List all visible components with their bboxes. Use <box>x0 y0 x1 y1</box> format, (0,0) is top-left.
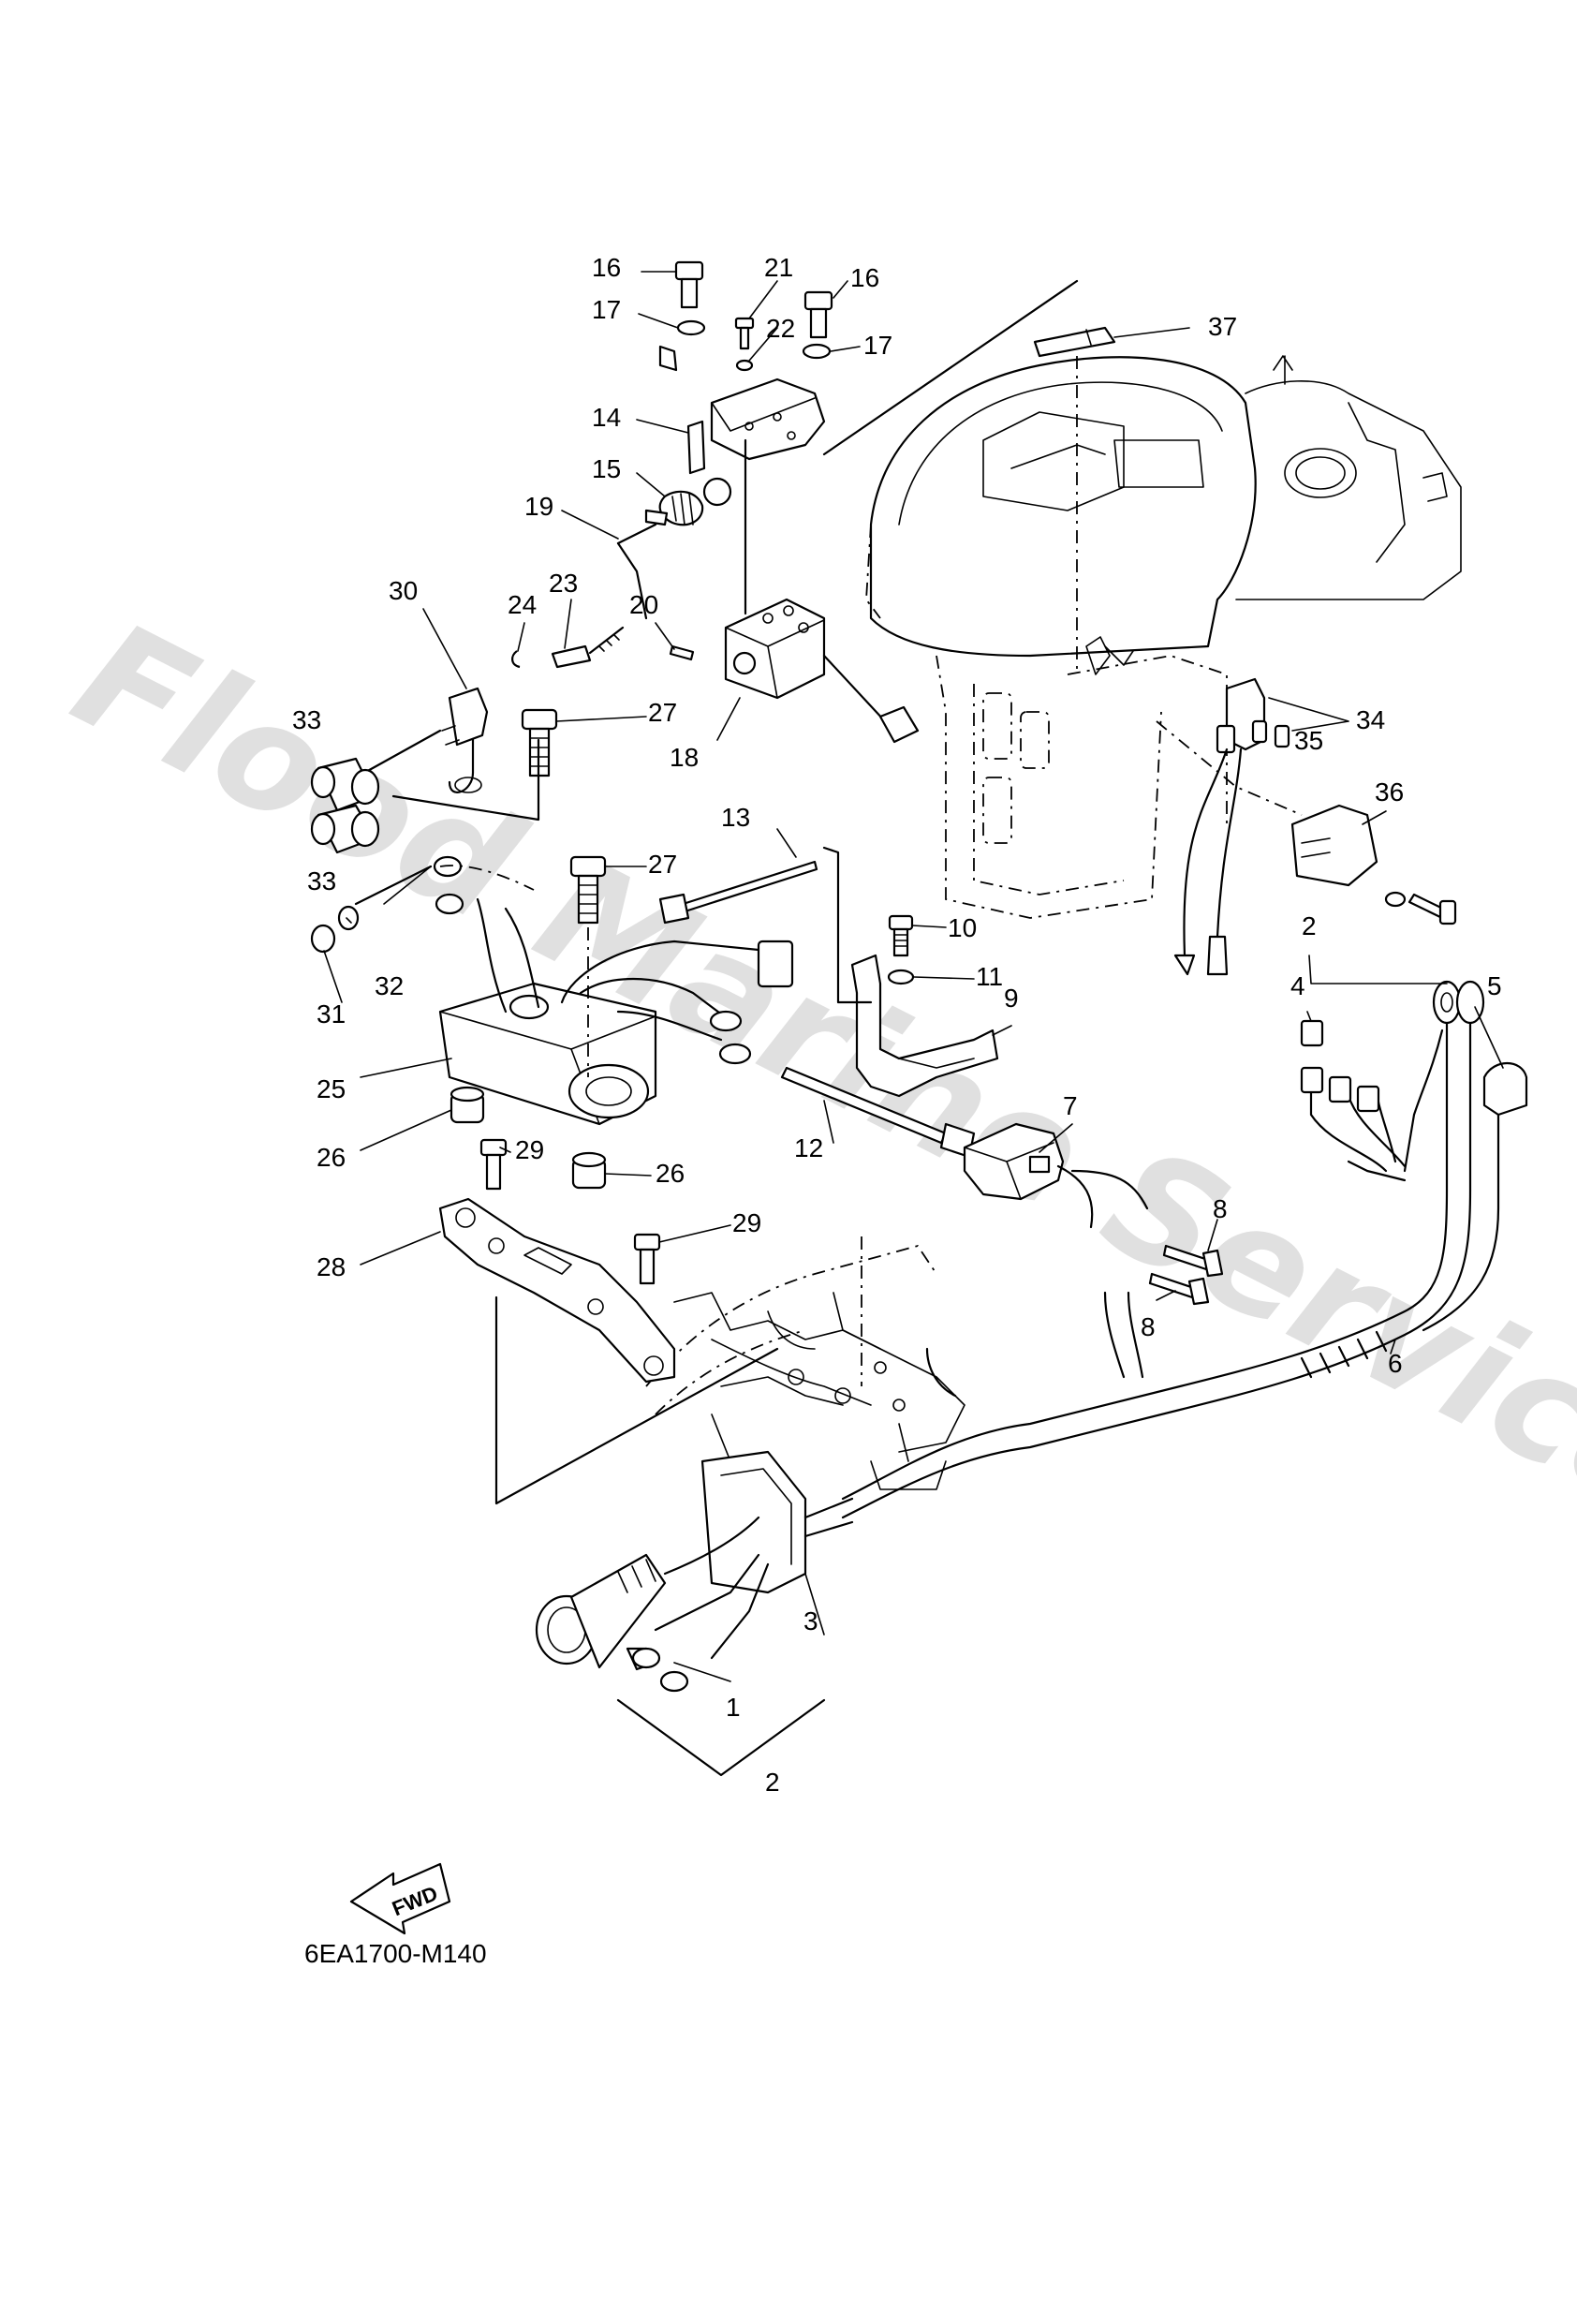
callout-27-lower: 27 <box>648 850 677 879</box>
callout-20: 20 <box>629 590 658 619</box>
main-switch-1 <box>535 1516 770 1693</box>
clip-24 <box>511 650 521 669</box>
engine-block <box>865 355 1462 919</box>
bolt-27-lower <box>569 855 607 925</box>
bolt-10 <box>888 914 914 957</box>
callout-3: 3 <box>803 1606 818 1636</box>
bolt-29-left <box>479 1138 508 1191</box>
callout-27-upper: 27 <box>648 698 677 727</box>
callout-24: 24 <box>508 590 537 619</box>
callout-28: 28 <box>317 1252 346 1281</box>
callout-31: 31 <box>317 999 346 1029</box>
bolt-29-right <box>633 1233 661 1285</box>
washer-22 <box>735 359 754 372</box>
bracket-28 <box>438 1197 779 1505</box>
callout-6: 6 <box>1388 1349 1403 1378</box>
cable-tie-13 <box>658 860 818 925</box>
callout-2-right: 2 <box>1302 911 1317 940</box>
diagram-code: 6EA1700-M140 <box>304 1939 487 1968</box>
callout-9: 9 <box>1004 984 1019 1013</box>
callout-15: 15 <box>592 454 621 483</box>
pin-23 <box>551 626 625 669</box>
callout-5: 5 <box>1487 971 1502 1000</box>
callout-22: 22 <box>766 314 795 343</box>
callout-19: 19 <box>524 492 553 521</box>
callouts: 1 2 2 3 4 5 6 7 8 8 9 10 11 12 13 14 15 … <box>292 253 1502 1797</box>
rectifier-regulator-7 <box>963 1122 1149 1229</box>
bottom-cowling <box>645 1236 965 1490</box>
bolt-8-upper <box>1162 1244 1224 1278</box>
callout-26-left: 26 <box>317 1143 346 1172</box>
callout-10: 10 <box>948 913 977 942</box>
callout-37: 37 <box>1208 312 1237 341</box>
cdi-unit-25 <box>433 855 794 1126</box>
callout-16-right: 16 <box>850 263 879 292</box>
callout-2-lower: 2 <box>765 1768 780 1797</box>
bracket-2-lower <box>616 1698 826 1777</box>
callout-21: 21 <box>764 253 793 282</box>
link-rod-19 <box>616 509 669 620</box>
callout-33-upper: 33 <box>292 705 321 734</box>
washer-31 <box>310 924 336 954</box>
callout-26-right: 26 <box>656 1159 685 1188</box>
callout-32: 32 <box>375 971 404 1000</box>
grommet-26-left <box>450 1086 485 1124</box>
washer-17-left <box>676 319 706 336</box>
callout-8-upper: 8 <box>1213 1194 1228 1223</box>
callout-8-lower: 8 <box>1141 1312 1156 1341</box>
callout-29-left: 29 <box>515 1135 544 1164</box>
callout-17-right: 17 <box>863 331 892 360</box>
callout-11: 11 <box>976 962 1003 991</box>
bracket-14-plate <box>658 345 826 475</box>
callout-1: 1 <box>726 1693 741 1722</box>
bolt-16-right <box>803 290 833 339</box>
bolt-8-lower <box>1148 1272 1210 1306</box>
leader-lines <box>323 271 1504 1682</box>
callout-35: 35 <box>1294 726 1323 755</box>
callout-4: 4 <box>1290 971 1305 1000</box>
callout-34: 34 <box>1356 705 1385 734</box>
grommet-3 <box>700 1450 854 1594</box>
tube-33-upper <box>310 757 380 812</box>
washer-11 <box>887 969 915 985</box>
bracket-frame-13 <box>822 846 873 1004</box>
pin-20 <box>669 644 695 661</box>
callout-30: 30 <box>389 576 418 605</box>
spring-15 <box>658 477 732 526</box>
sensor-34 <box>1156 677 1303 976</box>
callout-36: 36 <box>1375 777 1404 807</box>
callout-14: 14 <box>592 403 621 432</box>
callout-16-left: 16 <box>592 253 621 282</box>
washer-32 <box>337 905 360 931</box>
wire-harness-6 <box>841 1010 1500 1519</box>
frame-37 <box>822 279 1079 456</box>
tube-33-lower <box>310 804 380 854</box>
screw-21 <box>734 317 755 350</box>
callout-13: 13 <box>721 803 750 832</box>
battery-cable-5 <box>1482 1062 1528 1117</box>
bracket-36 <box>1290 804 1457 925</box>
switch-18 <box>724 598 920 744</box>
bracket-9 <box>850 954 999 1098</box>
fwd-arrow-icon: FWD <box>349 1862 451 1935</box>
grommet-26-right <box>571 1151 607 1190</box>
lever-37 <box>1033 326 1116 358</box>
washer-17-right <box>802 343 832 360</box>
callout-25: 25 <box>317 1074 346 1103</box>
callout-23: 23 <box>549 569 578 598</box>
callout-18: 18 <box>670 743 699 772</box>
callout-17-left: 17 <box>592 295 621 324</box>
connector-4 <box>1300 1019 1380 1113</box>
bracket-30 <box>441 687 489 793</box>
bolt-16-left <box>674 260 704 309</box>
ring-terminal-right <box>1432 980 1485 1025</box>
frame-30 <box>354 729 540 822</box>
callout-33-lower: 33 <box>307 866 336 896</box>
callout-7: 7 <box>1063 1091 1078 1120</box>
callout-12: 12 <box>794 1133 823 1162</box>
callout-29-right: 29 <box>732 1208 761 1237</box>
leader-32-line <box>354 865 433 906</box>
